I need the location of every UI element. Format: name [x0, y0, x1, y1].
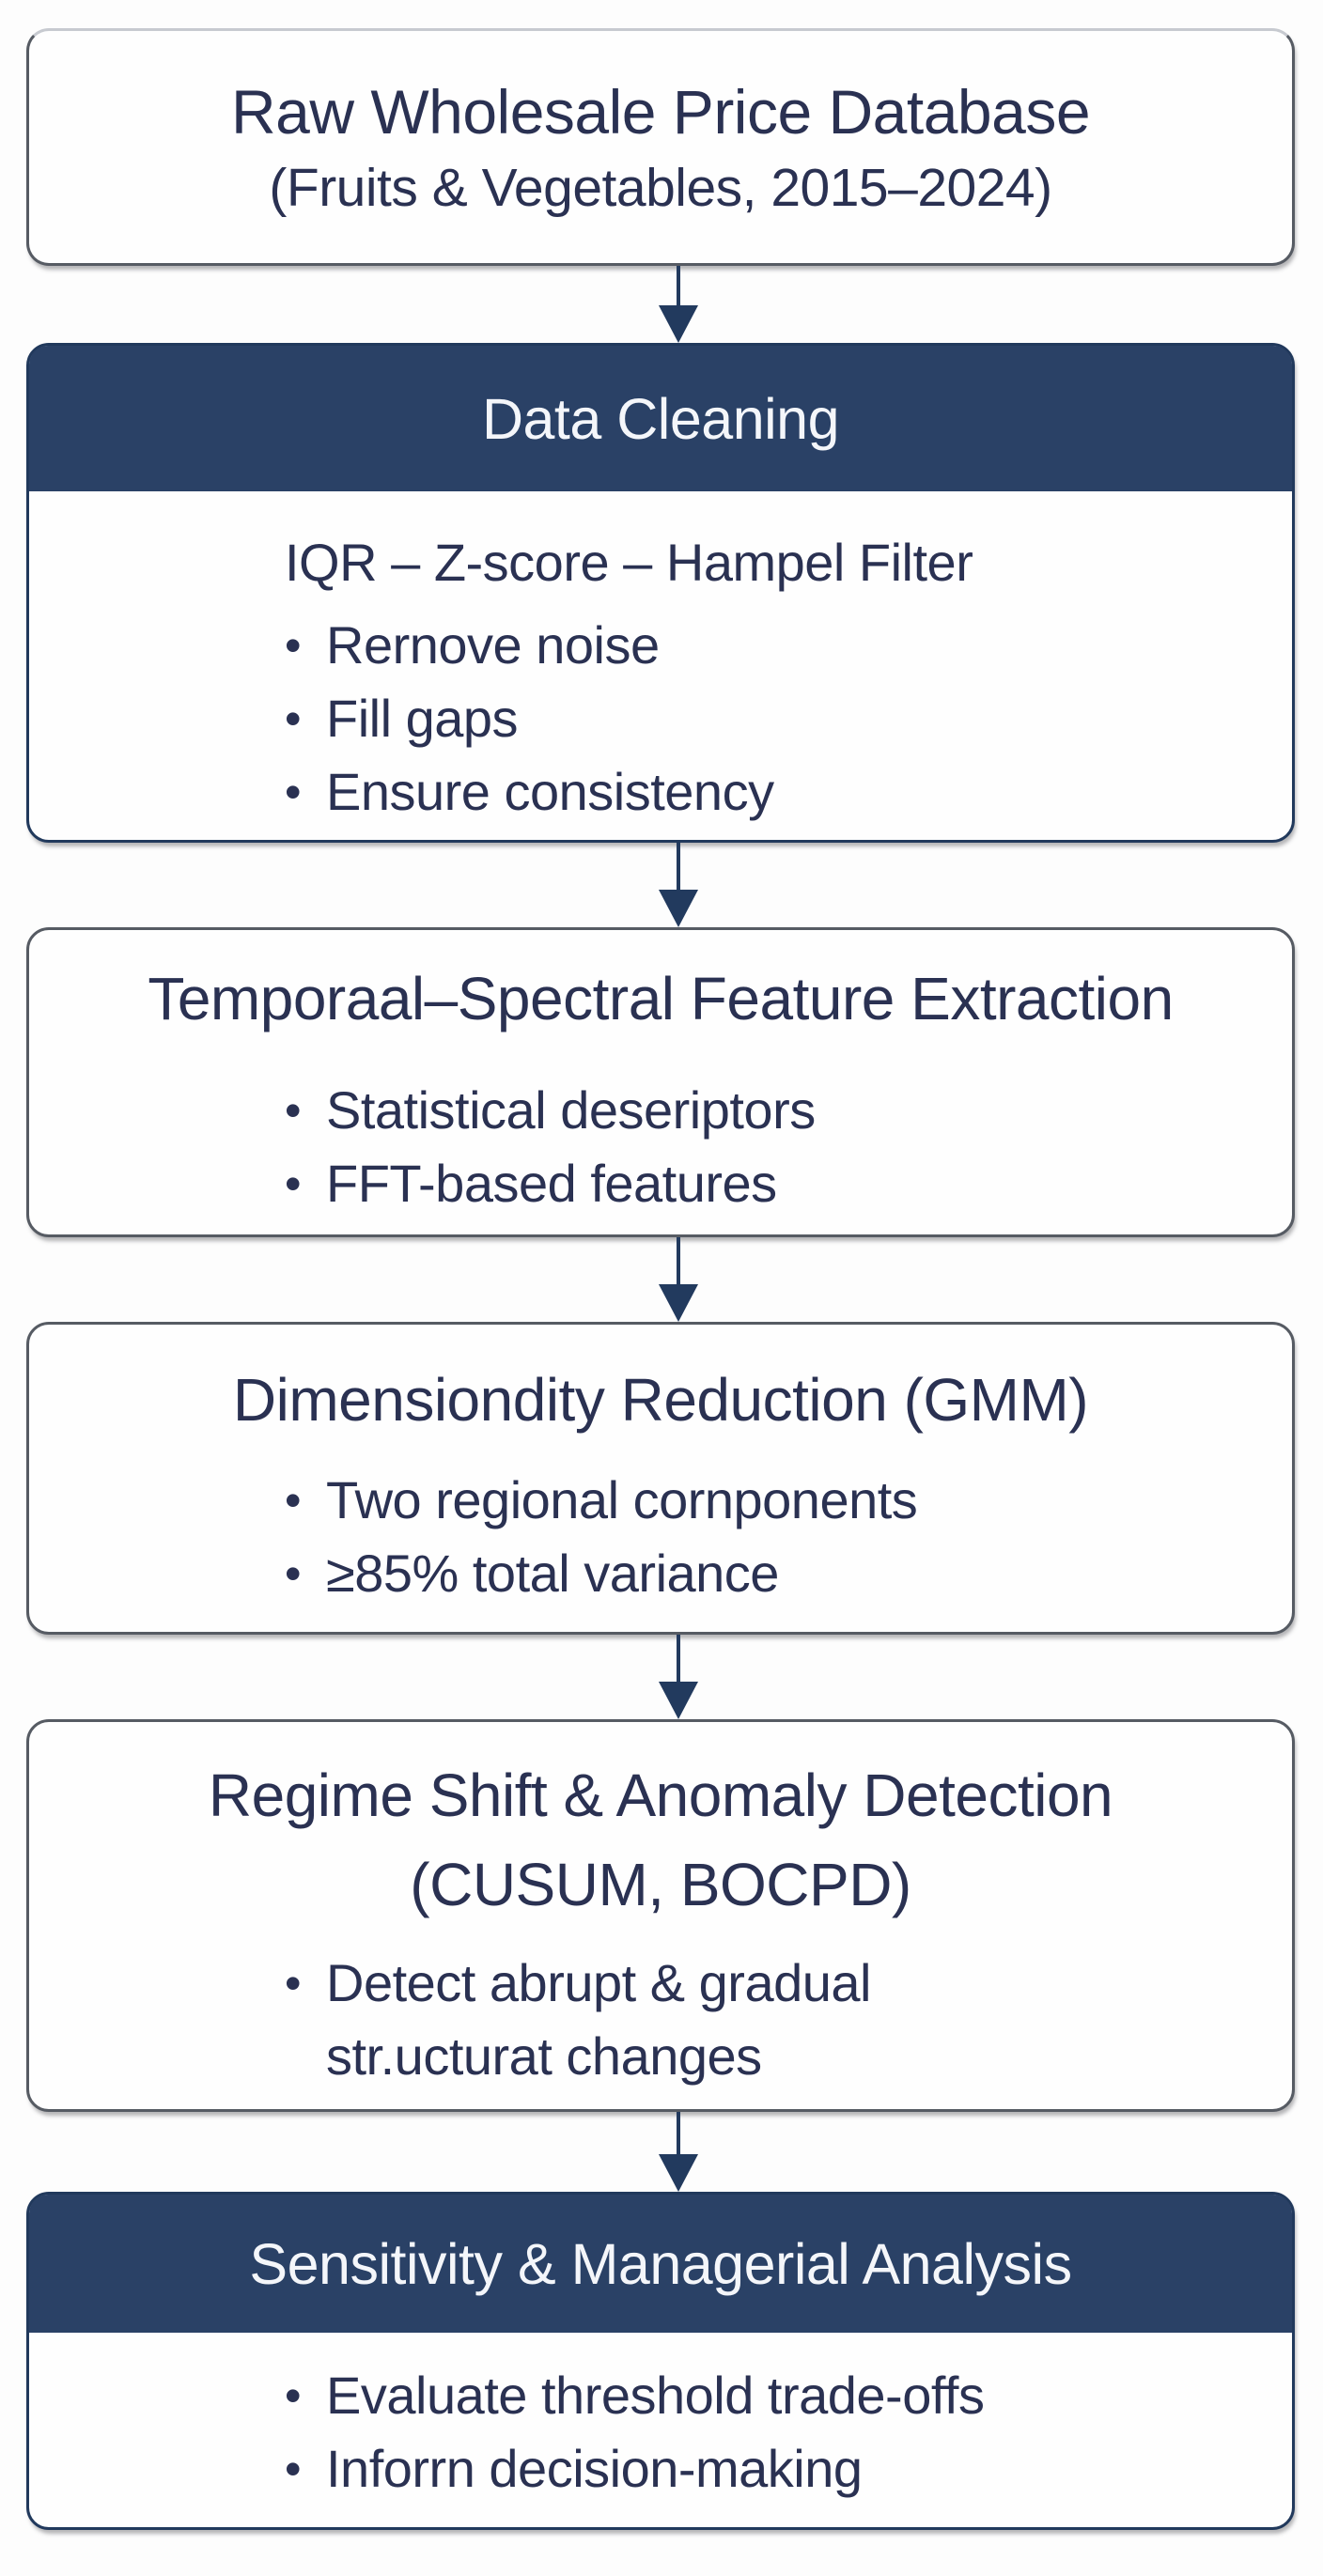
- bullet-item: Ensure consistency: [285, 755, 1292, 829]
- node-data-cleaning: Data Cleaning IQR – Z-score – Hampel Fil…: [26, 343, 1295, 843]
- arrow-head: [659, 2154, 698, 2192]
- node-dimensionality-reduction: Dimensiondity Reduction (GMM) Two region…: [26, 1322, 1295, 1635]
- node-feature-extraction: Temporaal–Spectral Feature Extraction St…: [26, 927, 1295, 1237]
- arrow-down-icon: [659, 2112, 698, 2192]
- bullet-list: Statistical deseriptors FFT-based featur…: [285, 1074, 1292, 1220]
- arrow-down-icon: [659, 266, 698, 343]
- bullet-item: FFT-based features: [285, 1147, 1292, 1220]
- arrow-shaft: [677, 843, 680, 891]
- node-intro: IQR – Z-score – Hampel Filter: [285, 533, 973, 592]
- arrow-down-icon: [659, 1635, 698, 1719]
- node-title-line1: Regime Shift & Anomaly Detection: [208, 1761, 1113, 1829]
- arrow-shaft: [677, 266, 680, 306]
- bullet-item: Fill gaps: [285, 682, 1292, 755]
- bullet-list: Detect abrupt & gradual str.ucturat chan…: [285, 1947, 1292, 2093]
- node-sensitivity-analysis: Sensitivity & Managerial Analysis Evalua…: [26, 2192, 1295, 2530]
- arrow-shaft: [677, 1635, 680, 1683]
- arrow-shaft: [677, 1237, 680, 1285]
- node-raw-database: Raw Wholesale Price Database (Fruits & V…: [26, 28, 1295, 266]
- bullet-list: Evaluate threshold trade-offs Inforrn de…: [285, 2359, 1292, 2506]
- node-title-line2: (CUSUM, BOCPD): [410, 1851, 911, 1918]
- arrow-head: [659, 1682, 698, 1719]
- node-title: Raw Wholesale Price Database: [230, 76, 1091, 147]
- node-regime-shift-detection: Regime Shift & Anomaly Detection (CUSUM,…: [26, 1719, 1295, 2112]
- bullet-item: Detect abrupt & gradual str.ucturat chan…: [285, 1947, 999, 2093]
- node-header: Sensitivity & Managerial Analysis: [29, 2195, 1292, 2333]
- bullet-item: ≥85% total variance: [285, 1537, 1292, 1610]
- arrow-head: [659, 890, 698, 927]
- bullet-item: Rernove noise: [285, 609, 1292, 682]
- bullet-item: Two regional cornponents: [285, 1464, 1292, 1537]
- arrow-head: [659, 305, 698, 343]
- arrow-down-icon: [659, 1237, 698, 1322]
- arrow-shaft: [677, 2112, 680, 2155]
- node-header: Data Cleaning: [29, 346, 1292, 491]
- arrow-down-icon: [659, 843, 698, 927]
- bullet-item: Statistical deseriptors: [285, 1074, 1292, 1147]
- arrow-head: [659, 1284, 698, 1322]
- bullet-item: Inforrn decision-making: [285, 2432, 1292, 2506]
- node-title: Temporaal–Spectral Feature Extraction: [148, 965, 1174, 1032]
- node-title: Dimensiondity Reduction (GMM): [232, 1366, 1089, 1434]
- bullet-item: Evaluate threshold trade-offs: [285, 2359, 1292, 2432]
- bullet-list: Two regional cornponents ≥85% total vari…: [285, 1464, 1292, 1610]
- node-subtitle: (Fruits & Vegetables, 2015–2024): [269, 157, 1052, 218]
- bullet-list: Rernove noise Fill gaps Ensure consisten…: [285, 609, 1292, 829]
